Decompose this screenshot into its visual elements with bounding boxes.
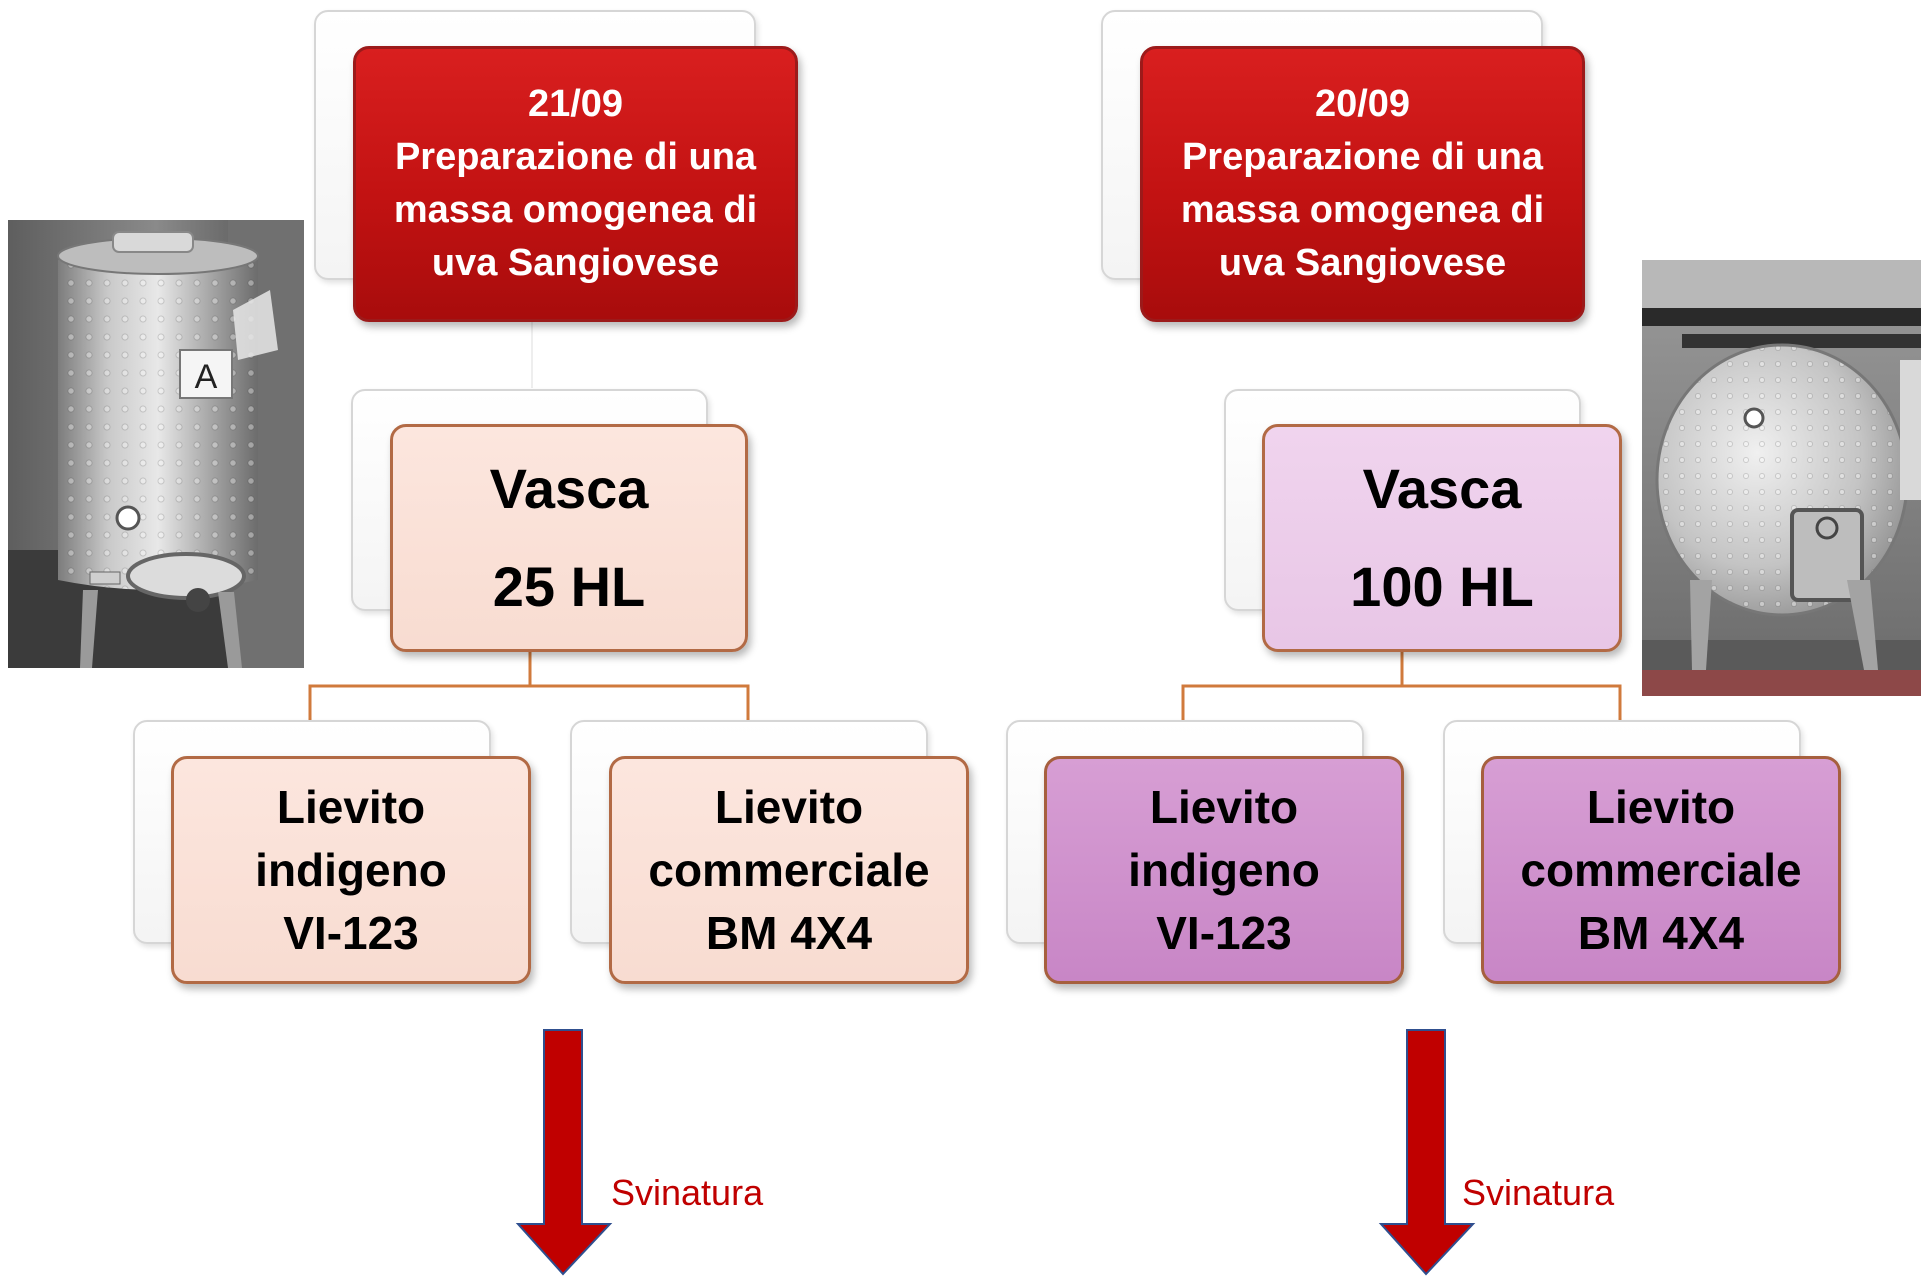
down-arrow-left xyxy=(515,1029,613,1276)
yeast-line-1: Lievito xyxy=(1586,780,1736,833)
yeast-line-2: indigeno xyxy=(1128,843,1320,896)
vasca-card-right: Vasca 100 HL xyxy=(1262,424,1622,652)
header-date-left: 21/09 xyxy=(527,83,624,125)
header-line-1-left: Preparazione di una xyxy=(394,136,757,178)
header-line-2-right: massa omogenea di xyxy=(1180,189,1545,231)
yeast-line-2: indigeno xyxy=(255,843,447,896)
svinatura-label-right: Svinatura xyxy=(1462,1172,1615,1213)
header-line-3-right: uva Sangiovese xyxy=(1218,242,1507,284)
header-card-right: 20/09 Preparazione di una massa omogenea… xyxy=(1140,46,1585,322)
yeast-card-commerciale-right: Lievito commerciale BM 4X4 xyxy=(1481,756,1841,984)
tank-label-letter: A xyxy=(195,358,218,396)
down-arrow-right xyxy=(1378,1029,1476,1276)
vasca-title-left: Vasca xyxy=(489,457,649,520)
yeast-line-2: commerciale xyxy=(1520,843,1802,896)
yeast-card-indigeno-right: Lievito indigeno VI-123 xyxy=(1044,756,1404,984)
header-line-3-left: uva Sangiovese xyxy=(431,242,720,284)
yeast-line-1: Lievito xyxy=(714,780,864,833)
svinatura-label-left: Svinatura xyxy=(611,1172,764,1213)
tank-photo-left: A xyxy=(8,220,304,668)
yeast-line-2: commerciale xyxy=(648,843,930,896)
header-date-right: 20/09 xyxy=(1314,83,1411,125)
connector-left xyxy=(308,651,750,722)
yeast-card-indigeno-left: Lievito indigeno VI-123 xyxy=(171,756,531,984)
tank-photo-right xyxy=(1642,260,1921,696)
yeast-line-1: Lievito xyxy=(276,780,426,833)
yeast-line-3: BM 4X4 xyxy=(1577,906,1745,959)
vasca-card-left: Vasca 25 HL xyxy=(390,424,748,652)
vasca-title-right: Vasca xyxy=(1362,457,1522,520)
vasca-capacity-left: 25 HL xyxy=(492,555,646,618)
header-line-2-left: massa omogenea di xyxy=(393,189,758,231)
yeast-line-1: Lievito xyxy=(1149,780,1299,833)
vasca-capacity-right: 100 HL xyxy=(1350,555,1534,618)
header-card-left: 21/09 Preparazione di una massa omogenea… xyxy=(353,46,798,322)
yeast-card-commerciale-left: Lievito commerciale BM 4X4 xyxy=(609,756,969,984)
header-line-1-right: Preparazione di una xyxy=(1181,136,1544,178)
yeast-line-3: VI-123 xyxy=(283,906,419,959)
yeast-line-3: BM 4X4 xyxy=(705,906,873,959)
connector-right xyxy=(1181,651,1622,722)
yeast-line-3: VI-123 xyxy=(1156,906,1292,959)
